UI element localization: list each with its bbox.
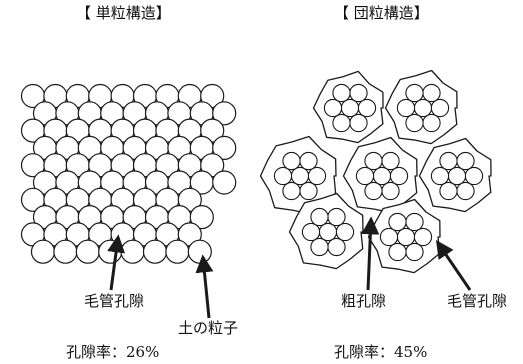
soil-aggregate <box>312 70 384 144</box>
soil-aggregate <box>367 198 441 274</box>
aggregate-particle <box>349 113 368 133</box>
aggregate-particle <box>430 166 450 186</box>
soil-particle-arrow <box>195 254 214 319</box>
aggregate-particle <box>439 181 458 201</box>
soil-particle <box>142 239 168 264</box>
aggregate-particle <box>381 151 400 171</box>
aggregate-particle <box>388 242 407 262</box>
coarse-pore-label: 粗孔隙 <box>341 292 387 310</box>
soil-particle <box>165 239 190 264</box>
aggregate-particle <box>422 83 441 103</box>
aggregate-particle <box>456 151 475 171</box>
aggregate-particle <box>273 166 293 186</box>
aggregate-title: 【 団粒構造】 <box>334 4 429 22</box>
arrows-layer <box>107 216 472 319</box>
soil-aggregate <box>342 136 418 214</box>
aggregate-particle <box>405 212 424 232</box>
aggregate-particle <box>388 212 407 232</box>
soil-particle <box>187 239 212 264</box>
aggregate-particle <box>405 83 424 103</box>
aggregate-particle <box>299 181 318 201</box>
aggregate-particle <box>464 166 484 186</box>
soil-particle <box>212 135 237 160</box>
soil-particle <box>30 239 56 264</box>
soil-particle <box>53 239 78 264</box>
aggregate-particle <box>327 207 346 227</box>
aggregate-particle <box>447 166 467 186</box>
aggregate-particle <box>396 227 416 247</box>
capillary-pore-arrow-right <box>435 240 472 291</box>
left-porosity: 孔隙率：26% <box>66 343 160 361</box>
aggregate-particle <box>422 113 441 133</box>
aggregate-particle <box>355 166 375 186</box>
aggregate-particle <box>327 237 346 257</box>
aggregate-particle <box>282 151 301 171</box>
aggregate-particle <box>405 242 424 262</box>
soil-aggregate <box>384 69 458 145</box>
soil-particle <box>212 101 237 126</box>
aggregate-particle <box>318 222 338 242</box>
right-capillary-pore-label: 毛管孔隙 <box>447 292 508 310</box>
aggregate-particle <box>282 181 301 201</box>
aggregate-particle <box>323 98 343 118</box>
aggregate-particle <box>299 151 318 171</box>
soil-particle <box>75 239 100 264</box>
aggregate-particle <box>332 83 351 103</box>
soil-particle <box>120 239 145 264</box>
soil-aggregate <box>288 192 364 270</box>
coarse-pore-arrow <box>361 216 380 291</box>
aggregate-particle <box>340 98 360 118</box>
capillary-pore-arrow-left <box>107 234 125 291</box>
aggregate-particle <box>439 151 458 171</box>
aggregate-particle <box>290 166 310 186</box>
aggregate-particle <box>456 181 475 201</box>
soil-aggregate <box>418 137 492 213</box>
single-grain-structure <box>20 83 237 264</box>
soil-aggregate <box>259 135 337 215</box>
aggregate-particle <box>381 181 400 201</box>
aggregate-particle <box>413 98 433 118</box>
aggregate-particle <box>301 222 321 242</box>
left-capillary-pore-label: 毛管孔隙 <box>84 292 145 310</box>
aggregate-particle <box>379 227 399 247</box>
aggregate-particle <box>372 166 392 186</box>
aggregate-particle <box>364 151 383 171</box>
aggregate-particle <box>307 166 327 186</box>
soil-particle-label: 土の粒子 <box>178 319 239 337</box>
aggregate-particle <box>310 207 329 227</box>
aggregate-particle <box>396 98 416 118</box>
aggregate-particle <box>332 113 351 133</box>
aggregate-particle <box>310 237 329 257</box>
aggregate-particle <box>413 227 433 247</box>
aggregate-structure <box>259 69 492 274</box>
single-grain-title: 【 単粒構造】 <box>76 4 171 22</box>
aggregate-particle <box>389 166 409 186</box>
aggregate-particle <box>430 98 450 118</box>
aggregate-particle <box>364 181 383 201</box>
aggregate-particle <box>335 222 355 242</box>
aggregate-particle <box>357 98 377 118</box>
soil-particle <box>212 170 237 195</box>
soil-particle <box>189 205 214 230</box>
right-porosity: 孔隙率：45% <box>334 343 428 361</box>
aggregate-particle <box>349 83 368 103</box>
aggregate-particle <box>405 113 424 133</box>
